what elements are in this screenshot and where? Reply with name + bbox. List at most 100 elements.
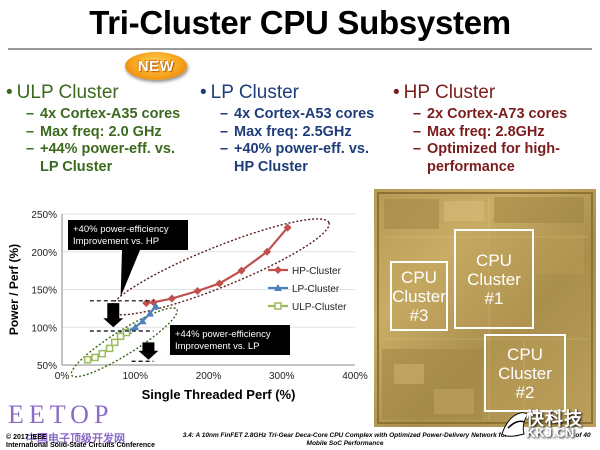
footer-paper-line1: 3.4: A 10nm FinFET 2.8GHz Tri-Gear Deca-… <box>182 432 508 439</box>
y-tick-label: 100% <box>31 323 57 334</box>
lp-cluster-column: •LP Cluster 4x Cortex-A53 cores Max freq… <box>200 82 374 176</box>
ulp-cluster-heading: •ULP Cluster <box>6 82 180 104</box>
ulp-cluster-column: •ULP Cluster 4x Cortex-A35 cores Max fre… <box>6 82 180 176</box>
lp-power-eff-line2: HP Cluster <box>234 158 308 175</box>
hp-cluster-point <box>263 247 272 256</box>
ulp-cluster-point <box>98 349 107 358</box>
ulp-region-ellipse <box>70 307 178 378</box>
die-texture <box>377 192 593 424</box>
footer-copyright: © 2017 IEEE <box>6 434 47 441</box>
ulp-max-freq: Max freq: 2.0 GHz <box>26 124 180 142</box>
hp-cluster-point <box>215 279 224 288</box>
ulp-cluster-point <box>91 353 99 362</box>
ulp-power-eff-line1: +44% power-eff. vs. <box>40 141 175 157</box>
lp-power-eff-line1: +40% power-eff. vs. <box>234 141 369 157</box>
cpu-cluster-1-line2: Cluster <box>467 269 521 289</box>
new-badge-label: NEW <box>137 57 175 75</box>
lp-cores: 4x Cortex-A53 cores <box>220 106 374 124</box>
hp-cluster-point <box>167 294 176 303</box>
cpu-cluster-3-block: CPU Cluster #3 <box>390 261 448 331</box>
power-perf-chart-svg: 50% 100% 150% 200% 250% 0% 100% 200% 300% 400% Sin… <box>7 210 368 402</box>
ulp-power-eff-line2: LP Cluster <box>40 158 113 175</box>
y-tick-label: 150% <box>31 286 57 297</box>
y-tick-label: 50% <box>37 361 57 372</box>
hp-optimized: Optimized for high-performance <box>413 141 567 176</box>
hp-cluster-point <box>193 287 202 296</box>
bullet-icon: • <box>393 82 400 103</box>
lp-cluster-list: 4x Cortex-A53 cores Max freq: 2.5GHz +40… <box>220 106 374 176</box>
x-tick-label: 100% <box>122 371 148 382</box>
x-axis-label: Single Threaded Perf (%) <box>142 387 296 402</box>
cpu-cluster-3-line2: Cluster <box>392 286 446 306</box>
ulp-cluster-point <box>122 328 131 337</box>
x-tick-label: 400% <box>342 371 368 382</box>
hp-max-freq: Max freq: 2.8GHz <box>413 124 567 142</box>
hp-cluster-column: •HP Cluster 2x Cortex-A73 cores Max freq… <box>393 82 567 176</box>
lp-cluster-heading: •LP Cluster <box>200 82 374 104</box>
lp-cluster-point <box>131 323 140 331</box>
hp-efficiency-callout-box <box>68 220 188 250</box>
lp-cluster-point <box>151 302 160 310</box>
x-tick-label: 300% <box>269 371 295 382</box>
footer-paper-line2: Mobile SoC Performance <box>306 440 384 447</box>
hp-optimized-line2: performance <box>427 158 515 175</box>
lp-efficiency-callout-text: Improvement vs. LP <box>175 341 259 352</box>
eetop-site-watermark: 中国电子顶级开发网 <box>26 433 125 445</box>
legend-label-hp-cluster: HP-Cluster <box>292 266 342 277</box>
hp-optimized-line1: Optimized for high- <box>427 141 560 157</box>
hp-cluster-name: HP Cluster <box>403 82 496 103</box>
cpu-cluster-1-line1: CPU <box>476 250 512 270</box>
ulp-cluster-point <box>105 344 114 353</box>
cpu-cluster-3-line3: #3 <box>409 305 429 325</box>
die-photo: CPU Cluster #3 CPU Cluster #1 CPU Cluste… <box>374 189 596 427</box>
hp-efficiency-callout-text: Improvement vs. HP <box>73 236 159 247</box>
kkj-watermark: 快科技 <box>526 409 583 429</box>
cpu-cluster-2-line3: #2 <box>515 382 535 402</box>
y-tick-label: 250% <box>31 210 57 221</box>
y-axis-label: Power / Perf (%) <box>7 244 21 335</box>
hp-cores: 2x Cortex-A73 cores <box>413 106 567 124</box>
hp-cluster-heading: •HP Cluster <box>393 82 567 104</box>
bullet-icon: • <box>200 82 207 103</box>
kkj-logo-icon <box>501 412 529 437</box>
lp-cluster-point <box>138 317 147 325</box>
hp-efficiency-callout-pointer <box>120 250 140 298</box>
lp-cluster-name: LP Cluster <box>210 82 300 103</box>
ulp-cluster-point <box>116 332 125 341</box>
x-tick-label: 200% <box>196 371 222 382</box>
footer-page-number: 4 of 40 <box>570 432 591 439</box>
ulp-cluster-list: 4x Cortex-A35 cores Max freq: 2.0 GHz +4… <box>26 106 180 176</box>
cpu-cluster-2-line1: CPU <box>507 344 543 364</box>
ulp-cluster-name: ULP Cluster <box>16 82 119 103</box>
cpu-cluster-2-line2: Cluster <box>498 363 552 383</box>
lp-max-freq: Max freq: 2.5GHz <box>220 124 374 142</box>
ulp-cluster-point <box>110 338 119 347</box>
hp-cluster-list: 2x Cortex-A73 cores Max freq: 2.8GHz Opt… <box>413 106 567 176</box>
lp-power-eff: +40% power-eff. vs.HP Cluster <box>220 141 374 176</box>
ulp-cores: 4x Cortex-A35 cores <box>26 106 180 124</box>
power-perf-chart: 50% 100% 150% 200% 250% 0% 100% 200% 300% 400% Sin… <box>0 200 372 418</box>
hp-cluster-point <box>283 223 292 232</box>
legend-marker-lp-cluster <box>274 284 282 291</box>
footer-paper-title: 3.4: A 10nm FinFET 2.8GHz Tri-Gear Deca-… <box>175 432 515 448</box>
x-tick-label: 0% <box>55 371 70 382</box>
slide-title: Tri-Cluster CPU Subsystem <box>89 4 511 41</box>
bullet-icon: • <box>6 82 13 103</box>
legend-label-lp-cluster: LP-Cluster <box>292 284 340 295</box>
cpu-cluster-1-line3: #1 <box>484 288 504 308</box>
y-tick-label: 200% <box>31 248 57 259</box>
cpu-cluster-2-block: CPU Cluster #2 <box>484 334 566 412</box>
footer-conference: International Solid-State Circuits Confe… <box>6 442 155 449</box>
ulp-cluster-point <box>83 355 92 364</box>
kkj-url-watermark: KKJ.CN <box>526 425 575 440</box>
down-arrow-icon <box>138 342 159 360</box>
legend-marker-hp-cluster <box>274 266 282 274</box>
title-divider <box>8 48 592 50</box>
cpu-cluster-3-line1: CPU <box>401 267 437 287</box>
cpu-cluster-1-block: CPU Cluster #1 <box>454 229 534 329</box>
lp-efficiency-callout-box <box>170 325 290 355</box>
legend-label-ulp-cluster: ULP-Cluster <box>292 302 347 313</box>
legend-marker-ulp-cluster <box>274 302 282 310</box>
eetop-watermark: EETOP <box>8 400 114 429</box>
down-arrow-icon <box>103 303 124 328</box>
